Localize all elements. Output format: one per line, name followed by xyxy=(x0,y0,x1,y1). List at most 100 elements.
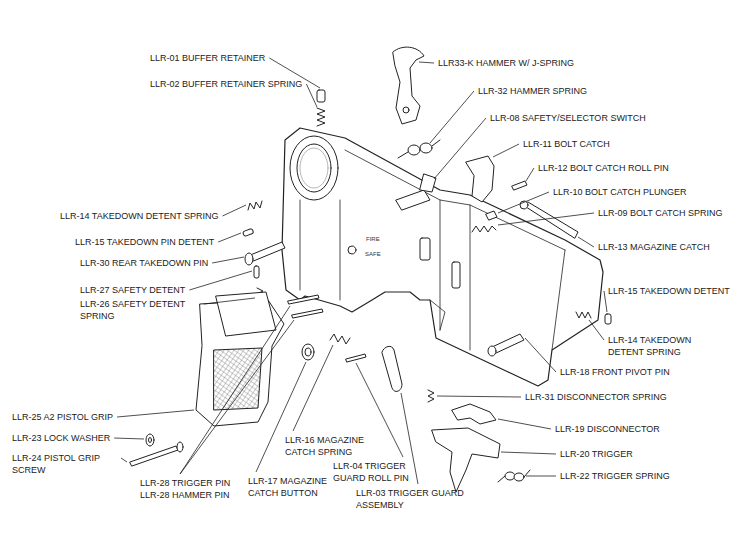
leader-line xyxy=(223,205,247,216)
bolt-catch-slot xyxy=(420,238,430,260)
magazine-catch-part xyxy=(522,202,578,238)
magazine-catch-button-part xyxy=(302,344,314,360)
part-label: LLR-19 DISCONNECTOR xyxy=(555,423,660,435)
part-label: LLR-11 BOLT CATCH xyxy=(523,138,610,150)
part-label: LLR-04 TRIGGER GUARD ROLL PIN xyxy=(333,460,423,484)
part-label: LLR-25 A2 PISTOL GRIP xyxy=(12,411,113,423)
hammer-spring-part xyxy=(420,143,432,153)
leader-line xyxy=(114,438,144,439)
part-label: LLR-03 TRIGGER GUARD ASSEMBLY xyxy=(356,487,481,511)
trigger-pin-part xyxy=(288,295,319,304)
part-label: LLR-28 HAMMER PIN xyxy=(140,489,230,501)
trigger-guard-part xyxy=(382,346,402,391)
part-label: LLR33-K HAMMER W/ J-SPRING xyxy=(438,57,574,69)
leader-line xyxy=(526,476,556,477)
part-label: LLR-16 MAGAZINE CATCH SPRING xyxy=(285,434,380,458)
part-label: LLR-17 MAGAZINE CATCH BUTTON xyxy=(248,475,340,499)
leader-line xyxy=(121,458,127,462)
leader-line xyxy=(498,213,594,225)
pistol-grip-top xyxy=(216,292,276,336)
disconnector-part xyxy=(452,404,496,424)
part-label: LLR-15 TAKEDOWN PIN DETENT xyxy=(75,236,214,248)
front-pivot-pin-head xyxy=(488,346,496,356)
disconnector-spring-part xyxy=(428,390,434,402)
leader-line xyxy=(578,237,594,247)
part-label: LLR-12 BOLT CATCH ROLL PIN xyxy=(538,162,669,174)
grip-screw-head xyxy=(177,442,183,452)
part-label: LLR-08 SAFETY/SELECTOR SWITCH xyxy=(490,112,646,124)
hammer-pin-hole xyxy=(403,107,409,113)
bolt-catch-plunger-part xyxy=(486,211,497,220)
leader-line xyxy=(498,192,549,213)
part-label: LLR-20 TRIGGER xyxy=(560,448,633,460)
trigger-part xyxy=(432,428,500,492)
part-label: LLR-10 BOLT CATCH PLUNGER xyxy=(553,186,687,198)
part-label: LLR-02 BUFFER RETAINER SPRING xyxy=(150,78,302,90)
leader-line xyxy=(218,233,241,242)
takedown-pin-detent-part xyxy=(243,228,254,236)
buffer-tube-ring xyxy=(290,136,338,200)
pistol-grip-checkering xyxy=(214,348,262,410)
selector-switch-part xyxy=(396,190,430,210)
leader-line xyxy=(493,144,519,157)
part-label: LLR-31 DISCONNECTOR SPRING xyxy=(525,391,667,403)
leader-line xyxy=(437,396,521,397)
part-label: LLR-22 TRIGGER SPRING xyxy=(560,470,670,482)
leader-line xyxy=(526,168,534,181)
part-label: LLR-30 REAR TAKEDOWN PIN xyxy=(80,257,208,269)
part-label: LLR-32 HAMMER SPRING xyxy=(478,85,587,97)
leader-line xyxy=(180,320,294,474)
trigger-guard-roll-pin-part xyxy=(346,354,366,362)
leader-line xyxy=(212,257,244,263)
trigger-spring-leg xyxy=(498,470,530,482)
part-label: LLR-24 PISTOL GRIP SCREW xyxy=(12,452,117,476)
part-label: LLR-01 BUFFER RETAINER xyxy=(150,52,265,64)
buffer-tube-thread xyxy=(300,148,328,188)
rear-takedown-pin-head xyxy=(245,253,253,265)
receiver-marking: SAFE xyxy=(365,251,381,258)
receiver-detail-line xyxy=(300,150,565,350)
buffer-retainer-part xyxy=(317,90,325,102)
part-label: LLR-13 MAGAZINE CATCH xyxy=(598,241,710,253)
part-label: LLR-09 BOLT CATCH SPRING xyxy=(598,207,723,219)
rear-takedown-pin-part xyxy=(248,242,285,262)
grip-screw-part xyxy=(130,446,178,466)
bolt-catch-part xyxy=(466,156,494,202)
buffer-retainer-spring-part xyxy=(317,108,325,126)
leader-line xyxy=(189,271,252,290)
takedown-detent-spring-part xyxy=(248,201,262,210)
part-label: LLR-14 TAKEDOWN DETENT SPRING xyxy=(608,334,708,358)
buffer-tube-bore xyxy=(297,144,331,192)
lock-washer-hole xyxy=(149,438,152,443)
leader-line xyxy=(293,345,333,431)
selector-switch-lever xyxy=(420,174,436,192)
leader-line xyxy=(604,291,607,312)
trigger-spring-part xyxy=(505,472,515,480)
leader-line xyxy=(498,419,551,429)
part-label: LLR-28 TRIGGER PIN xyxy=(140,477,230,489)
safety-detent-part xyxy=(254,266,259,278)
part-label: LLR-15 TAKEDOWN DETENT xyxy=(608,285,730,297)
leader-line xyxy=(501,452,556,454)
leader-line xyxy=(525,338,556,372)
part-label: LLR-14 TAKEDOWN DETENT SPRING xyxy=(60,210,219,222)
part-label: LLR-26 SAFETY DETENT SPRING xyxy=(80,298,200,322)
takedown-detent-part xyxy=(605,314,611,324)
part-label: LLR-23 LOCK WASHER xyxy=(12,432,110,444)
magazine-catch-button-face xyxy=(305,348,311,356)
leader-line xyxy=(430,91,474,143)
receiver-marking: FIRE xyxy=(366,236,380,243)
bolt-catch-spring-part xyxy=(472,226,496,232)
magazine-catch-spring-part xyxy=(330,334,350,344)
leader-line xyxy=(117,410,194,417)
part-label: LLR-27 SAFETY DETENT xyxy=(80,284,185,296)
magazine-catch-slot xyxy=(452,262,460,288)
leader-line xyxy=(419,62,434,63)
hammer-spring-leg xyxy=(398,140,440,158)
leader-line xyxy=(589,320,604,340)
selector-hole xyxy=(348,246,356,254)
takedown-detent-spring-part xyxy=(576,312,591,318)
part-label: LLR-18 FRONT PIVOT PIN xyxy=(560,366,670,378)
hammer-pin-part xyxy=(292,309,323,318)
